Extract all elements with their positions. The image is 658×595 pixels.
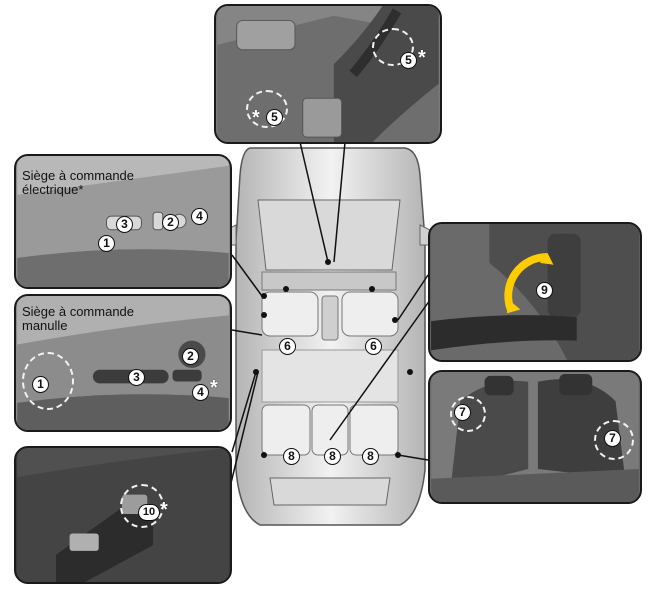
highlight-ring-5-left <box>246 90 288 128</box>
callout-8-left: 8 <box>283 448 300 465</box>
callout-4: 4 <box>192 384 209 401</box>
windshield <box>257 199 401 271</box>
panel-electric-seat: Siège à commande électrique* 3 2 4 1 <box>14 154 232 289</box>
caption-manual-seat: Siège à commande manulle <box>22 305 134 333</box>
panel-manual-seat: Siège à commande manulle 1 2 3 4 * <box>14 294 232 432</box>
floor <box>261 349 399 403</box>
caption-line-1: Siège à commande <box>22 304 135 319</box>
star-10: * <box>160 499 168 521</box>
highlight-ring-7-right <box>594 420 634 460</box>
callout-3: 3 <box>116 216 133 233</box>
front-seat-left <box>261 291 319 337</box>
callout-4: 4 <box>191 208 208 225</box>
caption-line-1: Siège à commande <box>22 168 135 183</box>
callout-2: 2 <box>162 214 179 231</box>
dashboard <box>261 271 397 291</box>
panel-console: 5 * 5 * <box>214 4 442 144</box>
caption-electric-seat: Siège à commande électrique* <box>22 169 134 197</box>
callout-3: 3 <box>128 369 145 386</box>
rear-window <box>269 477 391 506</box>
highlight-ring-10 <box>120 484 164 528</box>
armrest-illustration <box>431 224 639 360</box>
star-4: * <box>210 377 218 399</box>
callout-6-right: 6 <box>365 338 382 355</box>
callout-1: 1 <box>32 376 49 393</box>
callout-5-right: 5 <box>400 52 417 69</box>
callout-7-right: 7 <box>604 430 621 447</box>
rear-seat-right <box>349 404 399 456</box>
rear-seat-illustration <box>431 372 639 502</box>
callout-7-left: 7 <box>454 404 471 421</box>
anchor-dots <box>253 259 413 458</box>
panel-armrest: 9 <box>428 222 642 362</box>
highlight-ring-1 <box>22 352 74 410</box>
panel-rear-seat: 7 7 <box>428 370 642 504</box>
leader-lines <box>221 141 431 521</box>
panel-door-switch: 10 * <box>14 446 232 584</box>
caption-line-2: électrique* <box>22 182 84 197</box>
front-seat-right <box>341 291 399 337</box>
console-illustration <box>217 6 439 142</box>
callout-5-left: 5 <box>266 109 283 126</box>
callout-1: 1 <box>98 235 115 252</box>
callout-2: 2 <box>182 348 199 365</box>
electric-seat-illustration <box>17 156 229 287</box>
highlight-ring-5-right <box>372 28 414 66</box>
center-console <box>321 295 339 341</box>
rear-seat-left <box>261 404 311 456</box>
callout-9: 9 <box>536 282 553 299</box>
callout-6-left: 6 <box>279 338 296 355</box>
callout-8-center: 8 <box>324 448 341 465</box>
star-5-right: * <box>418 47 426 69</box>
highlight-ring-7-left <box>450 396 486 432</box>
callout-10: 10 <box>138 504 160 521</box>
star-5-left: * <box>252 107 260 129</box>
caption-line-2: manulle <box>22 318 68 333</box>
callout-8-right: 8 <box>362 448 379 465</box>
